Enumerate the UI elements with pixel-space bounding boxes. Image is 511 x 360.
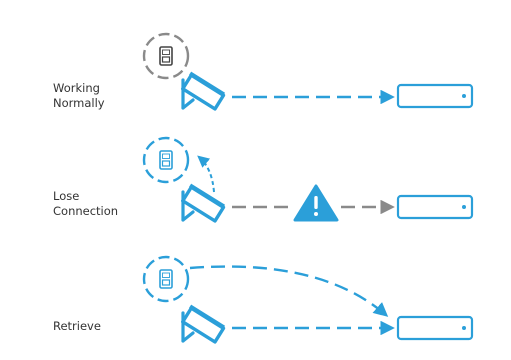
camera-icon <box>179 69 227 111</box>
row-working-normally <box>142 32 474 111</box>
sd-card-icon <box>159 46 173 66</box>
server-icon <box>396 315 474 341</box>
camera-icon <box>179 302 227 344</box>
sd-card-ring <box>142 255 190 303</box>
row-retrieve <box>142 255 474 344</box>
row-label-working-normally: Working Normally <box>53 81 105 110</box>
sd-card-ring <box>142 136 190 184</box>
sd-card-icon <box>159 150 173 170</box>
row-label-lose-connection: Lose Connection <box>53 189 119 218</box>
store-to-sd-arrow <box>197 155 215 193</box>
sd-card-icon <box>159 269 173 289</box>
server-icon <box>396 83 474 109</box>
sd-card-ring <box>142 32 190 80</box>
retrieve-arc-arrow <box>189 265 389 317</box>
camera-icon <box>179 181 227 223</box>
warning-icon <box>293 184 339 222</box>
row-lose-connection <box>142 136 474 223</box>
row-label-retrieve: Retrieve <box>53 319 101 333</box>
server-icon <box>396 194 474 220</box>
